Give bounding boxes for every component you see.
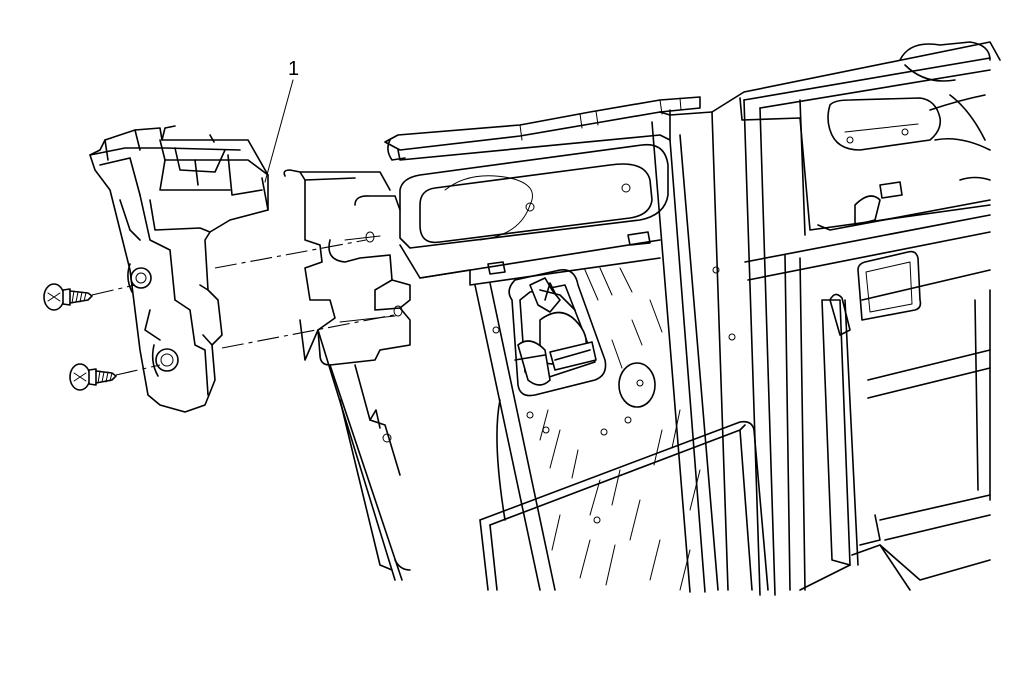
screw-icon: [43, 283, 93, 311]
seat-latch-mechanism: [508, 268, 607, 397]
seat-back-frame: [283, 96, 769, 593]
adjacent-seat-back-frame: [711, 41, 1001, 596]
seat-back-bracket: [89, 125, 269, 413]
screw-icon: [69, 363, 117, 391]
callout-1: 1: [264, 58, 299, 183]
callout-label: 1: [288, 58, 299, 80]
alignment-lines: [91, 239, 395, 376]
